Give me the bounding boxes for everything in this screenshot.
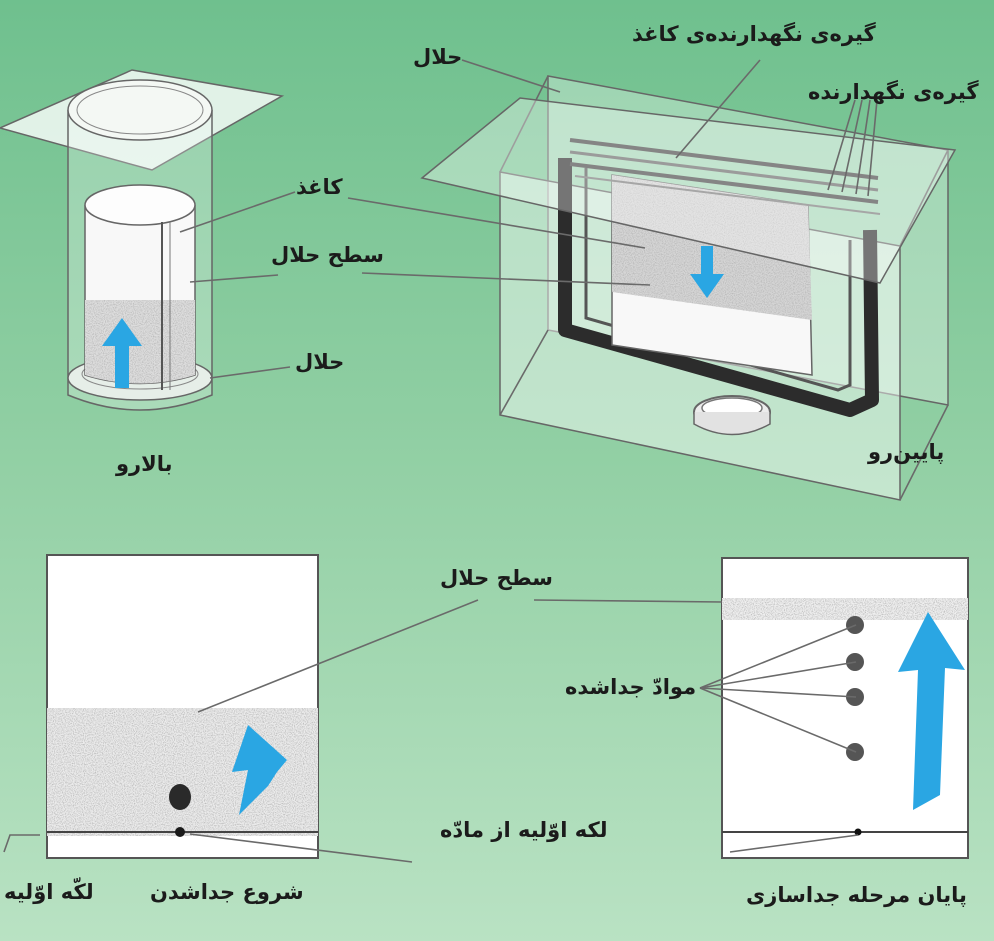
descending-arrow-icon — [690, 246, 724, 298]
start-separation-panel — [46, 554, 319, 859]
label-end-separation: پایان مرحله جداسازی — [746, 883, 967, 907]
label-solvent-top: حلال — [413, 45, 463, 69]
label-holder-clip: گیره‌ی نگهدارنده — [808, 80, 979, 104]
moving-spot — [169, 784, 191, 810]
label-solvent-left: حلال — [295, 350, 345, 374]
label-initial-spot: لکّه اوّلیه — [4, 880, 94, 904]
ascending-apparatus — [0, 69, 285, 411]
tank-lid — [420, 97, 957, 284]
label-descending: پایین‌رو — [868, 440, 945, 464]
start-arrow-icon — [232, 725, 287, 815]
label-ascending: بالارو — [116, 452, 173, 476]
solvent-trough — [558, 158, 879, 417]
descending-apparatus — [420, 75, 957, 501]
label-paper: کاغذ — [296, 175, 343, 199]
label-initial-spot-of-material: لکه اوّلیه از مادّه — [440, 818, 608, 842]
label-start-separation: شروع جداشدن — [150, 880, 304, 904]
cylinder-rim — [67, 79, 213, 141]
label-separated-materials: موادّ جداشده — [565, 675, 697, 699]
label-paper-clip: گیره‌ی نگهدارنده‌ی کاغذ — [632, 22, 876, 46]
leader-lines — [3, 59, 878, 863]
label-solvent-surface-bottom: سطح حلال — [440, 566, 553, 590]
end-initial-spot — [854, 828, 862, 836]
ascending-arrow-icon — [102, 318, 142, 388]
start-initial-spot — [175, 827, 185, 837]
end-separation-panel — [721, 557, 969, 859]
label-solvent-surface-top: سطح حلال — [271, 243, 384, 267]
end-arrow-icon — [898, 612, 965, 810]
